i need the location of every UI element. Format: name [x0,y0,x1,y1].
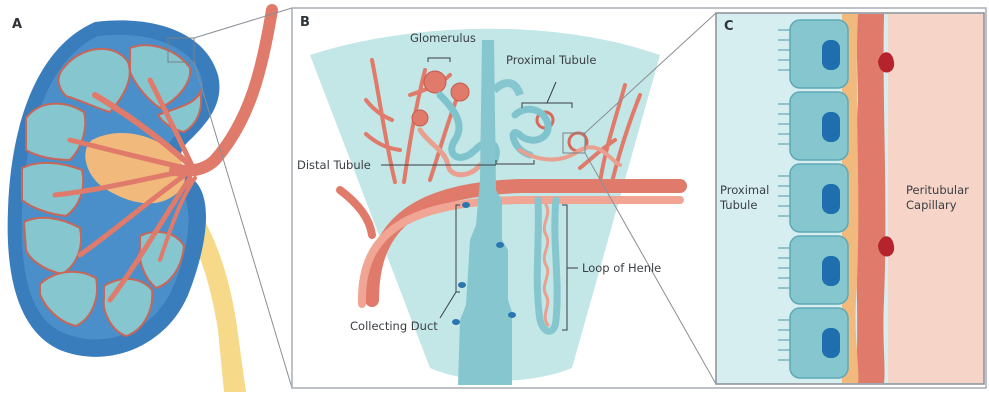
duct-opening [452,319,460,325]
label-proximal-tubule: Proximal Tubule [506,53,596,67]
duct-opening [458,282,466,288]
lobe [26,104,85,160]
label-distal-tubule: Distal Tubule [297,158,371,172]
label-peritubular-capillary-line1: Peritubular [906,183,969,197]
glomerulus [451,83,469,101]
label-proximal-tubule-c-line1: Proximal [720,183,769,197]
glomerulus [424,71,446,93]
panel-b-letter: B [300,15,310,30]
label-proximal-tubule-c-line2: Tubule [719,198,757,212]
loop-of-henle [537,200,557,331]
label-glomerulus: Glomerulus [410,31,476,45]
nucleus [822,184,840,214]
panel-c-letter: C [724,19,734,34]
panel-a-letter: A [12,17,22,32]
glomerulus [412,110,428,126]
panel-a-kidney [8,10,272,392]
label-collecting-duct: Collecting Duct [350,319,438,333]
nucleus [822,256,840,286]
duct-opening [496,242,504,248]
nucleus [822,40,840,70]
zoom-line [194,8,292,38]
label-loop-of-henle: Loop of Henle [582,261,661,275]
duct-opening [462,202,470,208]
nucleus [822,328,840,358]
nucleus [822,112,840,142]
duct-opening [508,312,516,318]
label-peritubular-capillary-line2: Capillary [906,198,957,212]
